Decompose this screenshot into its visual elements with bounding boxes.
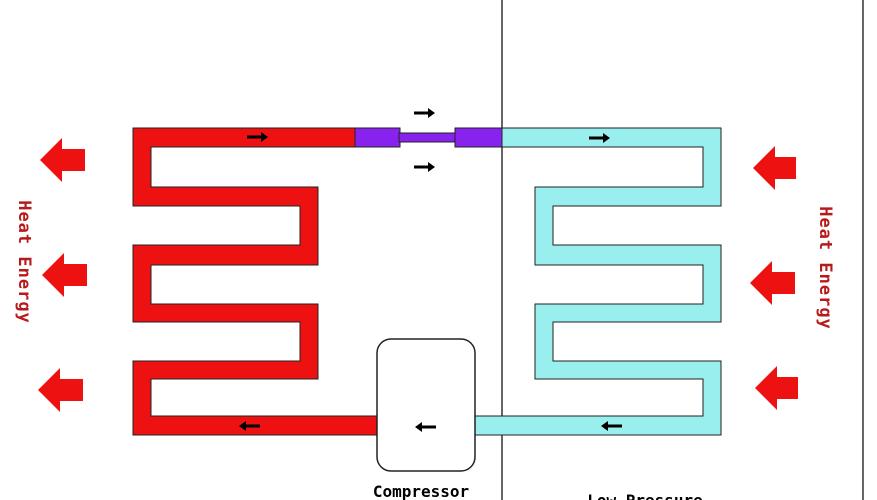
arrow-right-icon [414, 108, 435, 118]
compressor-label: Compressor [373, 482, 469, 500]
big-arrow-left-icon [750, 261, 795, 305]
arrow-right-icon [247, 132, 268, 142]
arrow-right-icon [589, 133, 610, 143]
big-arrow-left-icon [755, 366, 798, 410]
expansion-valve [354, 127, 503, 148]
evaporator-coil [473, 127, 722, 436]
heat-energy-label-left: Heat Energy [14, 200, 34, 324]
low-pressure-label: Low Pressure [587, 491, 703, 500]
arrow-left-icon [415, 422, 436, 432]
arrow-left-icon [239, 421, 260, 431]
arrow-left-icon [601, 421, 622, 431]
big-arrow-left-icon [38, 368, 83, 412]
heat-energy-label-right: Heat Energy [815, 206, 835, 330]
big-arrow-left-icon [40, 138, 85, 182]
condenser-coil [132, 127, 378, 436]
big-arrow-left-icon [753, 146, 796, 190]
compressor-box [376, 338, 476, 472]
arrow-right-icon [414, 162, 435, 172]
big-arrow-left-icon [42, 253, 87, 297]
